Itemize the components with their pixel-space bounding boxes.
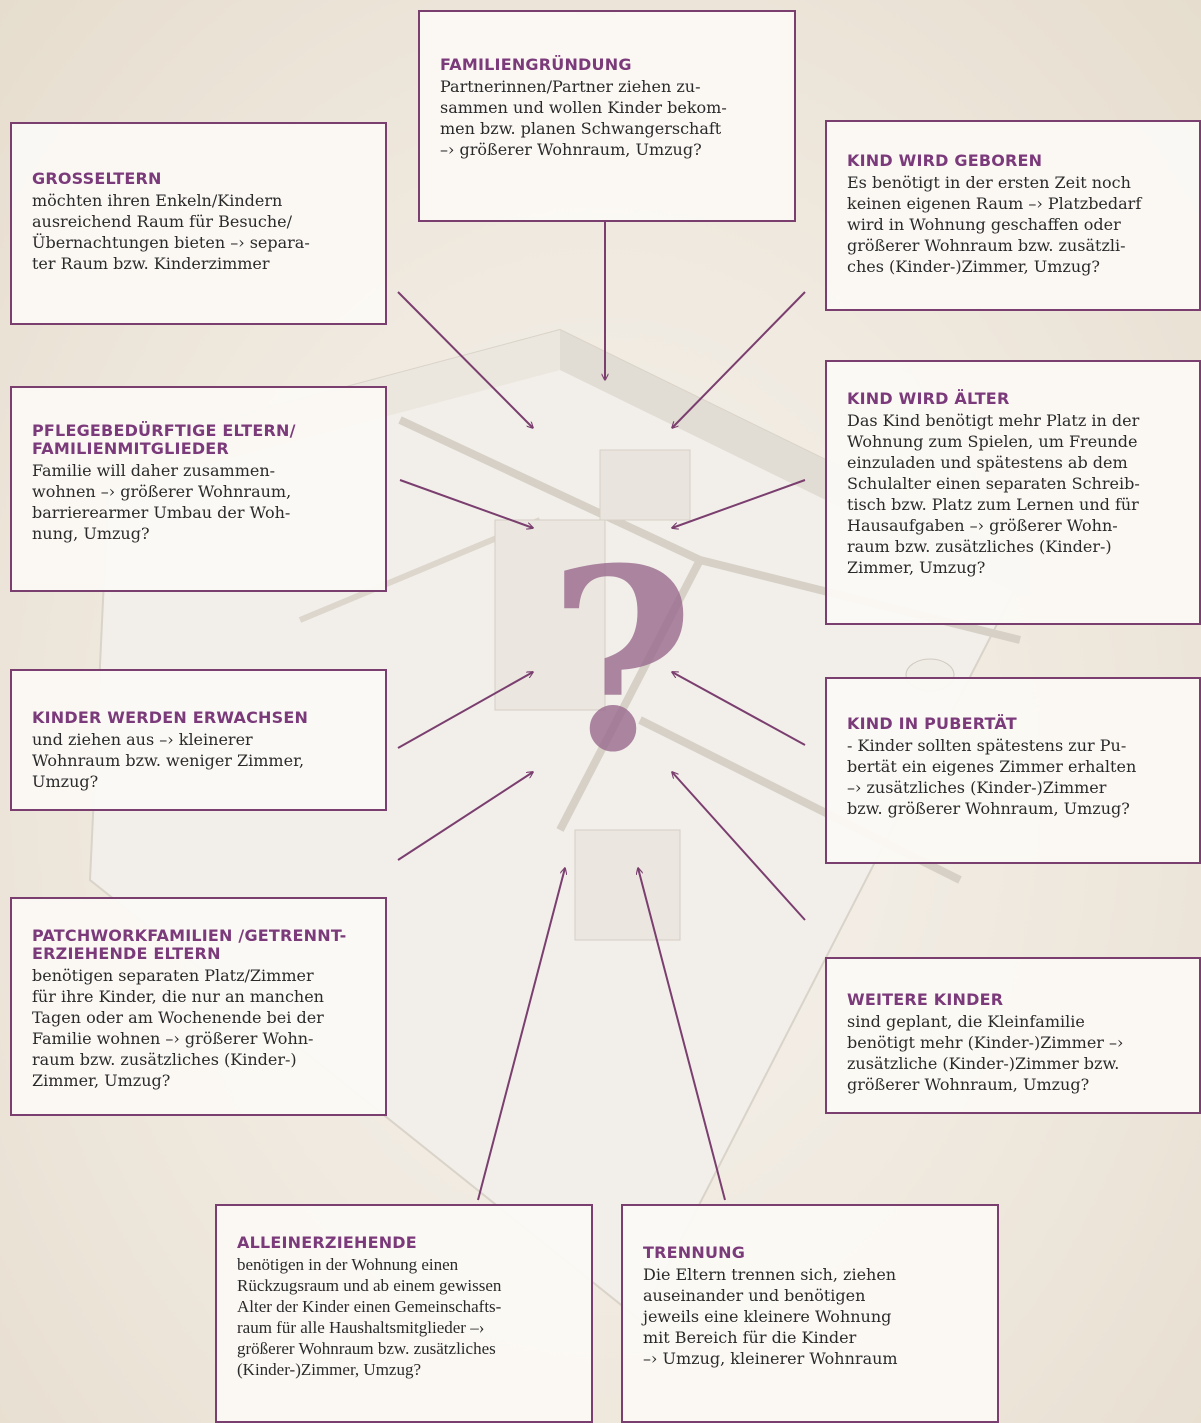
box-kind-geboren: KIND WIRD GEBOREN Es benötigt in der ers… — [825, 120, 1201, 311]
box-text: und ziehen aus –› kleinerer Wohnraum bzw… — [32, 730, 305, 791]
box-pflegebeduerftige: PFLEGEBEDÜRFTIGE ELTERN/ FAMILIENMITGLIE… — [10, 386, 387, 592]
box-familiengruendung: FAMILIENGRÜNDUNG Partnerinnen/Partner zi… — [418, 10, 796, 222]
box-title: PATCHWORKFAMILIEN /GETRENNT- ERZIEHENDE … — [32, 926, 347, 963]
box-title: GROSSELTERN — [32, 169, 162, 188]
arrow-kind-geboren — [672, 291, 806, 428]
box-title: FAMILIENGRÜNDUNG — [440, 55, 632, 74]
arrow-weitere-kinder — [672, 772, 806, 921]
box-trennung: TRENNUNG Die Eltern trennen sich, ziehen… — [621, 1204, 999, 1423]
arrow-patchwork — [397, 772, 533, 861]
arrow-kind-pubertaet — [672, 672, 806, 746]
arrow-trennung — [638, 868, 726, 1201]
arrow-pflegebeduerftige — [399, 479, 533, 528]
box-title: TRENNUNG — [643, 1243, 746, 1262]
arrow-alleinerziehende — [477, 868, 565, 1201]
box-text: - Kinder sollten spätestens zur Pu- bert… — [847, 736, 1137, 818]
box-kind-aelter: KIND WIRD ÄLTER Das Kind benötigt mehr P… — [825, 360, 1201, 625]
box-text: Familie will daher zusammen- wohnen –› g… — [32, 461, 292, 543]
box-text: Die Eltern trennen sich, ziehen auseinan… — [643, 1265, 898, 1368]
box-title: KIND IN PUBERTÄT — [847, 714, 1017, 733]
box-text: Partnerinnen/Partner ziehen zu- sammen u… — [440, 77, 727, 159]
box-kinder-erwachsen: KINDER WERDEN ERWACHSEN und ziehen aus –… — [10, 669, 387, 811]
box-text: Das Kind benötigt mehr Platz in der Wohn… — [847, 411, 1140, 577]
box-title: KINDER WERDEN ERWACHSEN — [32, 708, 309, 727]
box-title: WEITERE KINDER — [847, 990, 1004, 1009]
box-text: benötigen separaten Platz/Zimmer für ihr… — [32, 966, 324, 1090]
arrow-kind-aelter — [672, 479, 806, 528]
box-title: KIND WIRD GEBOREN — [847, 151, 1043, 170]
box-grosseltern: GROSSELTERN möchten ihren Enkeln/Kindern… — [10, 122, 387, 325]
arrow-grosseltern — [397, 291, 533, 428]
box-text: Es benötigt in der ersten Zeit noch kein… — [847, 173, 1142, 276]
box-title: PFLEGEBEDÜRFTIGE ELTERN/ FAMILIENMITGLIE… — [32, 421, 296, 458]
box-alleinerziehende: ALLEINERZIEHENDE benötigen in der Wohnun… — [215, 1204, 593, 1423]
box-title: KIND WIRD ÄLTER — [847, 389, 1010, 408]
box-text: sind geplant, die Kleinfamilie benötigt … — [847, 1012, 1124, 1094]
box-patchwork: PATCHWORKFAMILIEN /GETRENNT- ERZIEHENDE … — [10, 897, 387, 1116]
box-kind-pubertaet: KIND IN PUBERTÄT - Kinder sollten spätes… — [825, 677, 1201, 864]
box-text: benötigen in der Wohnung einen Rückzugsr… — [237, 1255, 502, 1379]
box-title: ALLEINERZIEHENDE — [237, 1233, 417, 1252]
arrow-kinder-erwachsen — [397, 672, 533, 749]
question-mark-symbol: ? — [548, 513, 695, 807]
box-weitere-kinder: WEITERE KINDER sind geplant, die Kleinfa… — [825, 957, 1201, 1114]
box-text: möchten ihren Enkeln/Kindern ausreichend… — [32, 191, 310, 273]
